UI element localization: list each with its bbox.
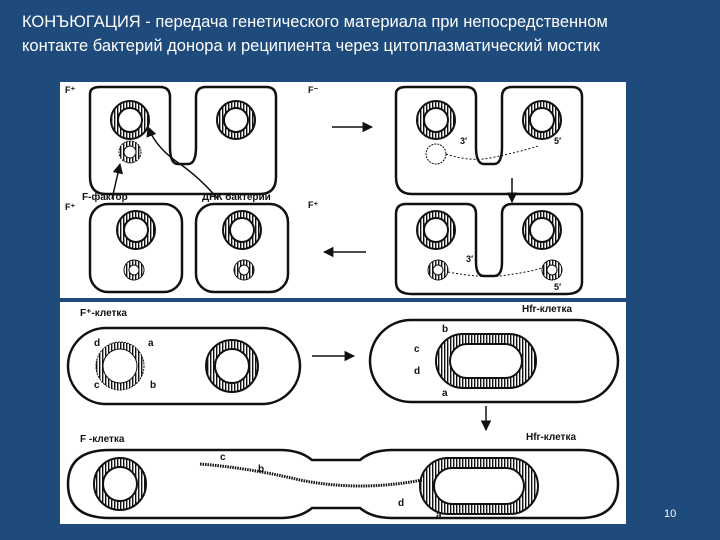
joined-cells: c b d a bbox=[66, 448, 620, 521]
label-f-plus: F⁺ bbox=[65, 85, 75, 95]
label-hfr-cell-2: Hfr-клетка bbox=[526, 432, 576, 443]
label-f-minus: F⁻ bbox=[308, 85, 318, 95]
gene-d-2: d bbox=[414, 366, 420, 377]
gene-c-2: c bbox=[414, 344, 420, 355]
gene-c-3: c bbox=[220, 452, 226, 463]
f-plus-cell: d a c b bbox=[66, 326, 302, 406]
gene-b-2: b bbox=[442, 324, 448, 335]
hfr-diagram: F⁺-клетка Hfr-клетка d a c b b c d a F -… bbox=[66, 304, 620, 521]
slide-title: КОНЪЮГАЦИЯ - передача генетического мате… bbox=[22, 10, 702, 58]
cell-pair-4: F⁺ F⁺ bbox=[65, 200, 318, 294]
gene-a-1: a bbox=[148, 338, 154, 349]
gene-b-1: b bbox=[150, 380, 156, 391]
gene-a-3: a bbox=[436, 510, 442, 521]
label-dna: ДНК бактерии bbox=[202, 191, 271, 203]
cell-pair-1: F⁺ F⁻ F-фактор ДНК бактерии bbox=[65, 85, 318, 203]
label-3prime-a: 3′ bbox=[460, 136, 467, 146]
gene-c-1: c bbox=[94, 380, 100, 391]
label-3prime-b: 3′ bbox=[466, 254, 473, 264]
label-5prime-b: 5′ bbox=[554, 282, 561, 292]
title-line-2: контакте бактерий донора и реципиента че… bbox=[22, 37, 600, 55]
label-f-minus-cell: F -клетка bbox=[80, 434, 125, 445]
label-f-plus-3: F⁺ bbox=[308, 200, 318, 210]
gene-b-3: b bbox=[258, 464, 264, 475]
title-line-1: КОНЪЮГАЦИЯ - передача генетического мате… bbox=[22, 13, 608, 31]
label-f-factor: F-фактор bbox=[82, 191, 128, 203]
cell-pair-2: 3′ 5′ bbox=[394, 85, 584, 196]
hfr-cell: b c d a bbox=[368, 318, 620, 404]
page-number: 10 bbox=[664, 508, 677, 520]
conjugation-f-factor-panel: F⁺ F⁻ F-фактор ДНК бактерии 3′ 5′ F⁺ F⁺ bbox=[60, 82, 626, 298]
f-factor-diagram: F⁺ F⁻ F-фактор ДНК бактерии 3′ 5′ F⁺ F⁺ bbox=[65, 85, 584, 296]
gene-a-2: a bbox=[442, 388, 448, 399]
gene-d-3: d bbox=[398, 498, 404, 509]
hfr-conjugation-panel: F⁺-клетка Hfr-клетка d a c b b c d a F -… bbox=[60, 302, 626, 524]
label-f-prime-cell: F⁺-клетка bbox=[80, 308, 127, 319]
cell-pair-3: 3′ 5′ bbox=[394, 202, 584, 296]
gene-d-1: d bbox=[94, 338, 100, 349]
label-f-plus-2: F⁺ bbox=[65, 202, 75, 212]
label-hfr-cell: Hfr-клетка bbox=[522, 304, 572, 315]
label-5prime-a: 5′ bbox=[554, 136, 561, 146]
